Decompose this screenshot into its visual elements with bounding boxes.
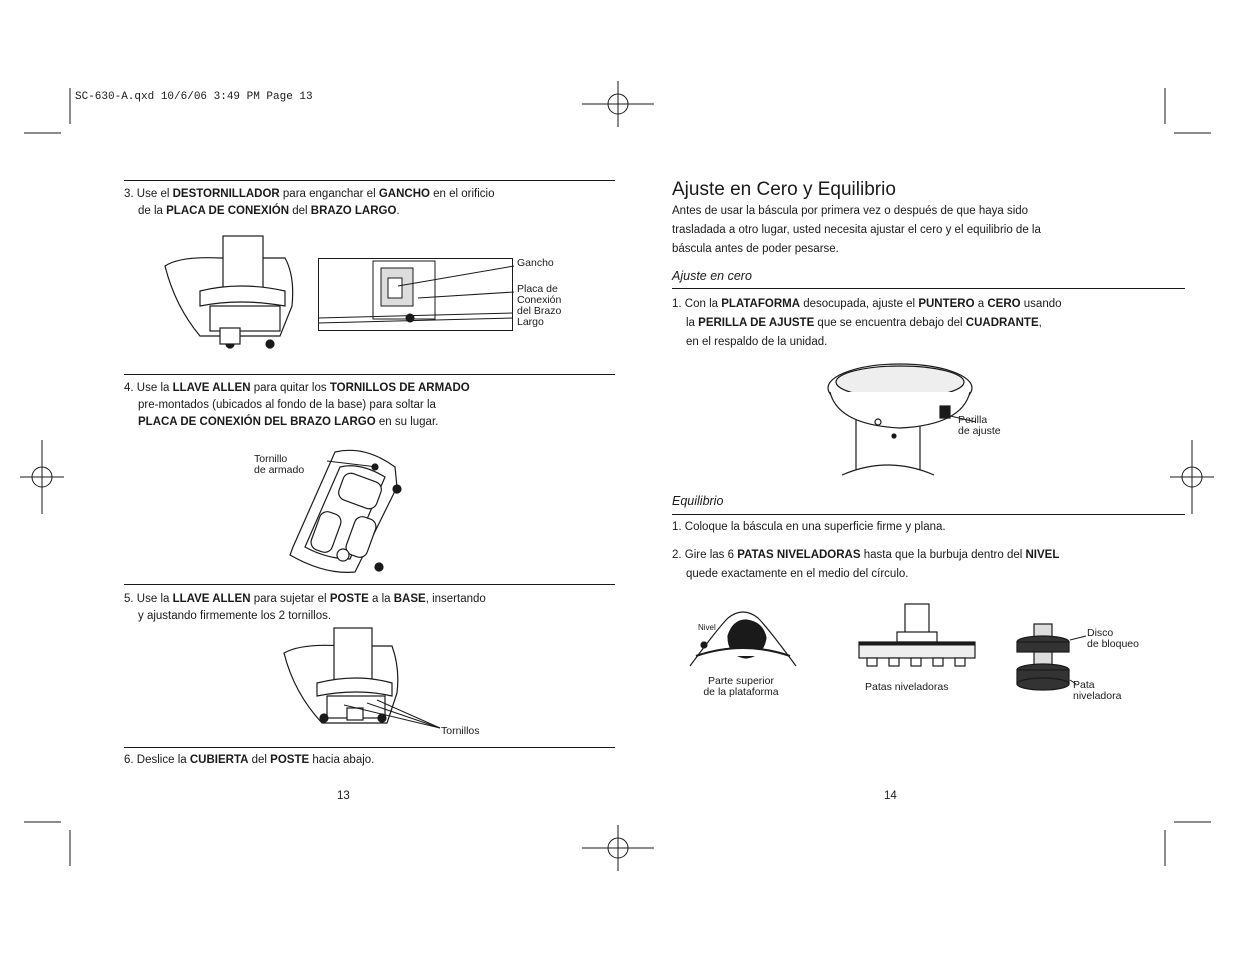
label-nivel: Nivel xyxy=(698,623,716,632)
illustration-locking-disc xyxy=(1016,623,1087,691)
balance-step-1: 1. Coloque la báscula en una superficie … xyxy=(672,521,946,533)
label-placa-conexion: Placa de Conexión del Brazo Largo xyxy=(517,283,562,328)
step-number: 6. xyxy=(124,754,134,766)
registration-mark-bottom xyxy=(582,825,654,871)
illustration-base-underside xyxy=(289,449,402,573)
step-6: 6. Deslice la CUBIERTA del POSTE hacia a… xyxy=(124,754,375,766)
label-tornillo-armado: Tornillo de armado xyxy=(254,453,305,476)
step-number: 1. xyxy=(672,521,682,533)
zero-step-1: 1. Con la PLATAFORMA desocupada, ajuste … xyxy=(672,298,1062,348)
divider-ajuste-cero xyxy=(672,288,1185,289)
heading-ajuste-cero: Ajuste en cero xyxy=(672,269,752,283)
illustration-post-screws xyxy=(283,627,441,729)
label-gancho: Gancho xyxy=(517,257,554,269)
label-perilla-ajuste: Perilla de ajuste xyxy=(958,414,1001,437)
intro-paragraph: Antes de usar la báscula por primera vez… xyxy=(672,205,1041,255)
registration-mark-right xyxy=(1170,440,1214,514)
label-parte-superior: Parte superior de la plataforma xyxy=(703,675,779,698)
step-3: 3. Use el DESTORNILLADOR para enganchar … xyxy=(124,188,495,217)
illustration-hook-detail xyxy=(317,258,515,331)
registration-mark-left xyxy=(20,440,64,514)
step-number: 5. xyxy=(124,593,134,605)
step-4: 4. Use la LLAVE ALLEN para quitar los TO… xyxy=(124,382,470,428)
label-disco-bloqueo: Disco de bloqueo xyxy=(1087,627,1139,650)
divider-step3 xyxy=(124,180,615,181)
illustration-level xyxy=(689,611,797,667)
label-patas-niveladoras: Patas niveladoras xyxy=(865,681,949,693)
illustration-scale-dial xyxy=(827,363,977,476)
page-number-right: 14 xyxy=(884,790,897,802)
heading-equilibrio: Equilibrio xyxy=(672,494,724,508)
page-number-left: 13 xyxy=(337,790,350,802)
divider-step4 xyxy=(124,374,615,375)
step-number: 1. xyxy=(672,298,682,310)
divider-step5 xyxy=(124,584,615,585)
page-title: Ajuste en Cero y Equilibrio xyxy=(672,179,896,200)
divider-step6 xyxy=(124,747,615,748)
step-number: 4. xyxy=(124,382,134,394)
label-pata-niveladora: Pata niveladora xyxy=(1073,679,1122,702)
step-5: 5. Use la LLAVE ALLEN para sujetar el PO… xyxy=(124,593,486,622)
file-slug: SC-630-A.qxd 10/6/06 3:49 PM Page 13 xyxy=(75,91,313,103)
divider-equilibrio xyxy=(672,514,1185,515)
step-number: 2. xyxy=(672,549,682,561)
step-number: 3. xyxy=(124,188,134,200)
registration-mark-top xyxy=(582,81,654,127)
balance-step-2: 2. Gire las 6 PATAS NIVELADORAS hasta qu… xyxy=(672,549,1060,580)
label-tornillos: Tornillos xyxy=(441,725,480,737)
illustration-base-post xyxy=(164,235,294,349)
illustration-leveling-feet xyxy=(858,603,976,667)
